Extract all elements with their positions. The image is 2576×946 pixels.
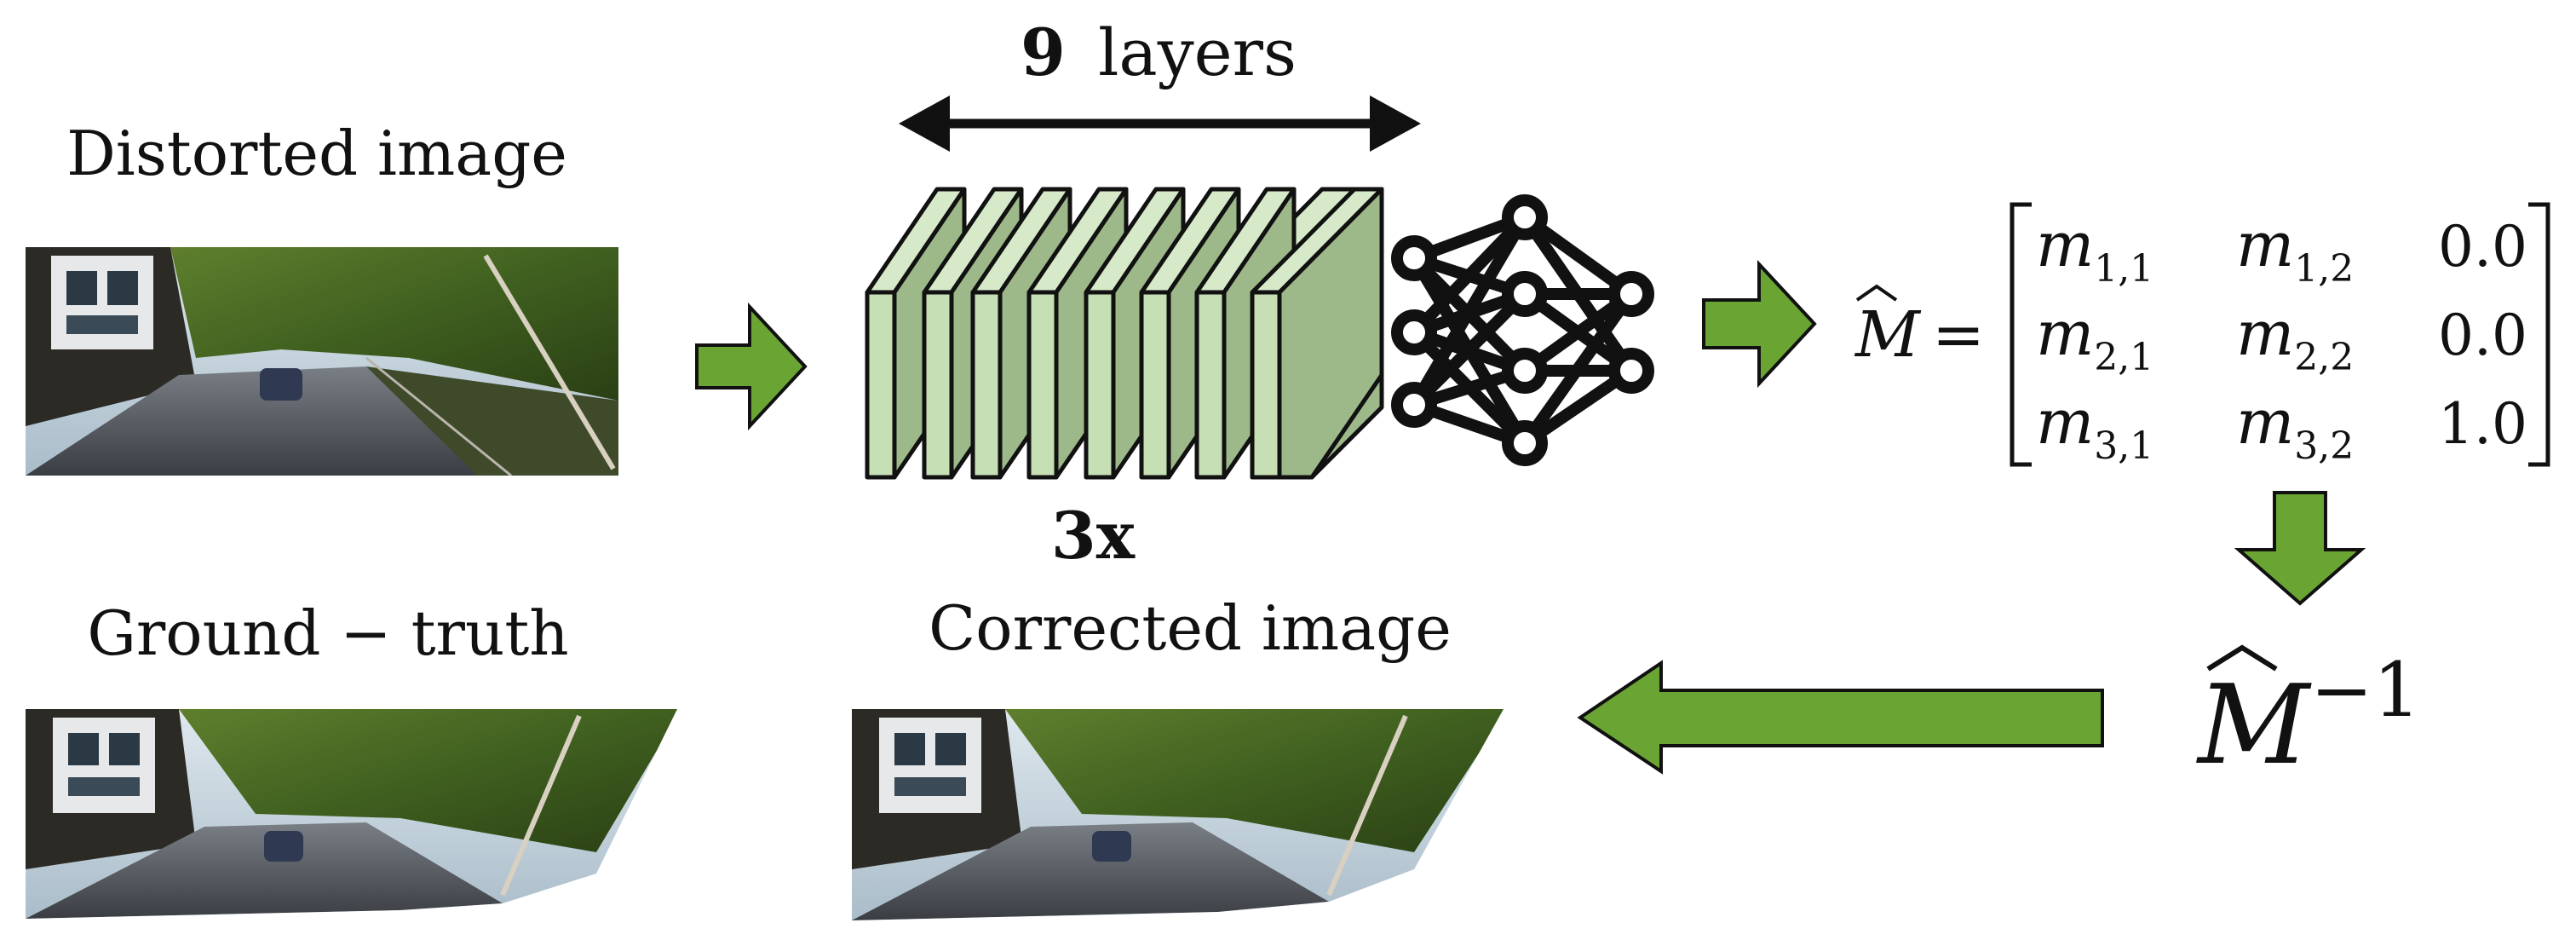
arrow-to-matrix: [1702, 259, 1817, 389]
conv-layers-stack: [865, 187, 1384, 480]
ground-truth-label: Ground − truth: [87, 597, 568, 669]
matrix-left-bracket: [2010, 202, 2032, 467]
matrix-cell: m3,2: [2236, 386, 2354, 468]
matrix-right-bracket: [2528, 202, 2550, 467]
layers-label: 9 layers: [1021, 14, 1297, 90]
distorted-image: [26, 247, 618, 476]
repeat-label: 3x: [1051, 498, 1136, 574]
corrected-image-label: Corrected image: [929, 592, 1452, 664]
layers-count: 9: [1021, 14, 1066, 90]
matrix-equals: =: [1932, 298, 1985, 372]
corrected-image: [852, 709, 1504, 920]
inverse-base: M: [2196, 662, 2312, 789]
hat-accent: [1855, 284, 1898, 302]
arrow-down: [2234, 491, 2366, 606]
layers-span-arrow: [899, 95, 1421, 152]
matrix-cell: 1.0: [2438, 391, 2527, 457]
ground-truth-image: [26, 709, 677, 919]
neural-network-icon: [1391, 194, 1654, 466]
matrix-cell: m2,1: [2036, 297, 2153, 379]
arrow-to-corrected: [1577, 660, 2104, 775]
matrix-equation: M = m1,1 m1,2 0.0 m2,1 m2,2 0.0 m3,1 m3,…: [1854, 202, 2550, 468]
inverse-hat: [2206, 644, 2278, 672]
matrix-cell: m1,1: [2036, 209, 2153, 291]
inverse-exponent: −1: [2310, 646, 2421, 734]
matrix-cell: 0.0: [2438, 214, 2527, 280]
inverse-matrix: M −1: [2196, 644, 2421, 789]
matrix-cell: m2,2: [2236, 297, 2354, 379]
matrix-cell: 0.0: [2438, 303, 2527, 368]
layers-word: layers: [1098, 14, 1297, 90]
matrix-lhs: M: [1854, 298, 1922, 372]
arrow-to-cnn: [695, 302, 808, 431]
matrix-cell: m1,2: [2236, 209, 2354, 291]
matrix-cell: m3,1: [2036, 386, 2153, 468]
distorted-image-label: Distorted image: [66, 118, 567, 189]
